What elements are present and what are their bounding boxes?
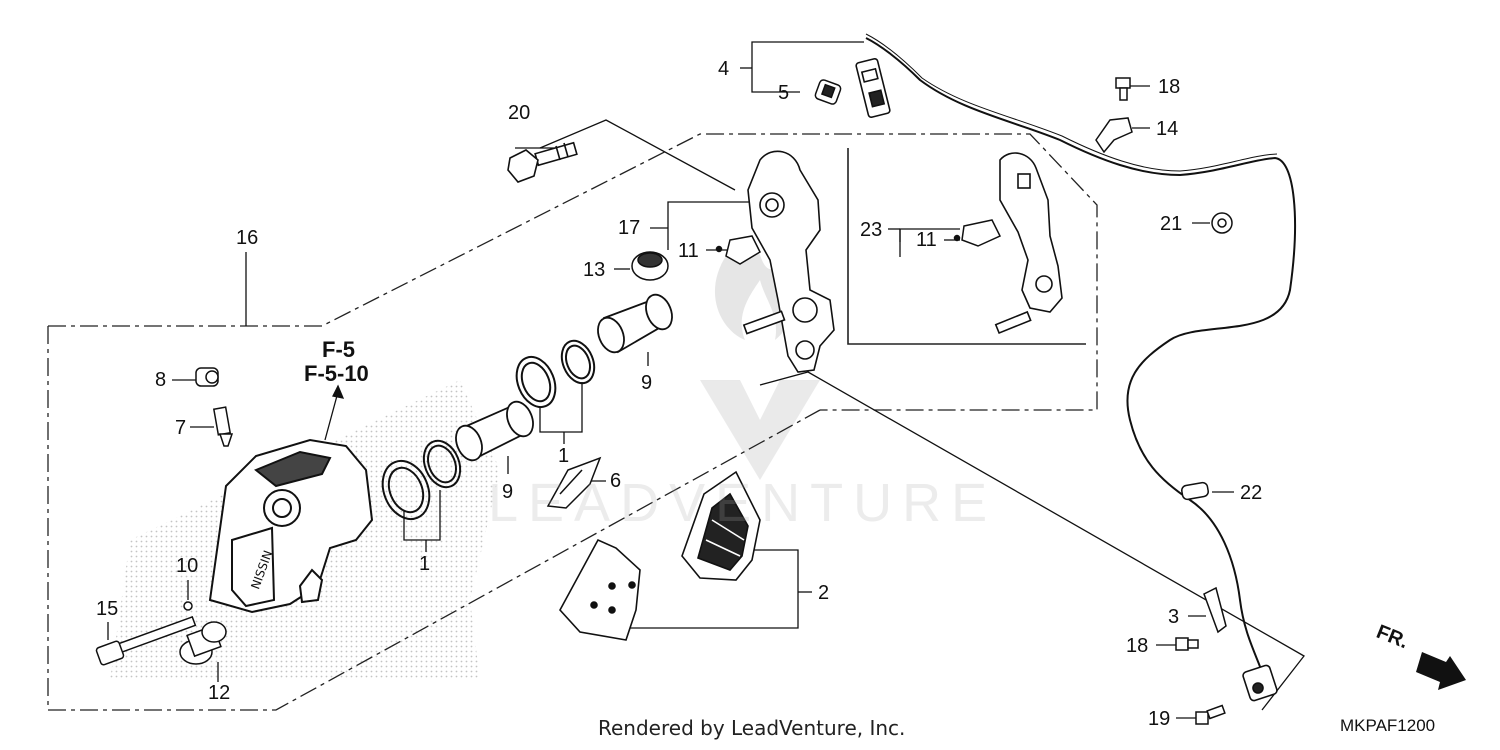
- callout-1a[interactable]: 1: [419, 553, 431, 575]
- callout-8[interactable]: 8: [155, 369, 167, 391]
- washer-10: [183, 601, 193, 611]
- pin-bolt-15: [95, 615, 197, 666]
- bleeder-7: [212, 406, 234, 447]
- callout-18a[interactable]: 18: [1158, 76, 1181, 98]
- bleeder-cap-8: [195, 367, 219, 387]
- callout-17[interactable]: 17: [618, 217, 641, 239]
- pin-boot-13: [631, 251, 669, 281]
- callout-2[interactable]: 2: [818, 582, 830, 604]
- callout-6[interactable]: 6: [610, 470, 622, 492]
- bracket-box: [847, 148, 1086, 345]
- callout-16[interactable]: 16: [236, 227, 259, 249]
- speed-sensor-head: [1242, 664, 1278, 702]
- grommet-21: [1211, 212, 1233, 234]
- reference-f5[interactable]: F-5: [322, 337, 355, 362]
- stay-3: [1203, 586, 1227, 634]
- watermark-text: LEADVENTURE: [488, 473, 998, 533]
- pad-spring-11: [715, 219, 1002, 265]
- callout-5[interactable]: 5: [778, 82, 790, 104]
- bolt-18-bottom: [1175, 637, 1199, 651]
- plug-12: [179, 621, 227, 665]
- callout-11a[interactable]: 11: [678, 240, 699, 262]
- piston-9-upper: [597, 293, 673, 354]
- leader-lines: [107, 41, 1305, 719]
- callout-13[interactable]: 13: [583, 259, 606, 281]
- wire-clip-5: [814, 79, 842, 105]
- bolt-18-top: [1115, 77, 1131, 101]
- render-credit: Rendered by LeadVenture, Inc.: [598, 716, 906, 740]
- caliper-body: NISSIN: [208, 438, 374, 614]
- callout-7[interactable]: 7: [175, 417, 187, 439]
- callout-10[interactable]: 10: [176, 555, 199, 577]
- callout-20[interactable]: 20: [508, 102, 531, 124]
- callout-4[interactable]: 4: [718, 58, 730, 80]
- piston-seals-1: [381, 339, 596, 521]
- piston-9-lower: [455, 400, 534, 462]
- diagram-code: MKPAF1200: [1340, 716, 1436, 735]
- caliper-bracket-17: [742, 150, 835, 373]
- callout-12[interactable]: 12: [208, 682, 231, 704]
- clip-22: [1181, 481, 1209, 501]
- callout-23[interactable]: 23: [860, 219, 883, 241]
- front-direction-arrow: [1416, 652, 1466, 690]
- sensor-connector: [855, 58, 891, 118]
- callout-19[interactable]: 19: [1148, 708, 1171, 730]
- speed-sensor-cable: [865, 33, 1296, 691]
- pad-spring-6: [546, 456, 602, 509]
- callout-9a[interactable]: 9: [502, 481, 514, 503]
- bolt-20: [507, 141, 578, 183]
- callout-22[interactable]: 22: [1240, 482, 1263, 504]
- clamp-14: [1095, 117, 1133, 154]
- callout-14[interactable]: 14: [1156, 118, 1179, 140]
- reference-f5-10[interactable]: F-5-10: [304, 361, 369, 386]
- group-boundaries: [47, 133, 1098, 711]
- callout-18b[interactable]: 18: [1126, 635, 1149, 657]
- callout-21[interactable]: 21: [1160, 213, 1183, 235]
- caliper-bracket-23: [994, 152, 1063, 335]
- callout-3[interactable]: 3: [1168, 606, 1180, 628]
- callout-11b[interactable]: 11: [916, 229, 937, 251]
- bolt-19: [1195, 704, 1226, 725]
- callout-15[interactable]: 15: [96, 598, 119, 620]
- callout-1b[interactable]: 1: [558, 445, 570, 467]
- callout-9b[interactable]: 9: [641, 372, 653, 394]
- brake-pads-2: [559, 470, 761, 641]
